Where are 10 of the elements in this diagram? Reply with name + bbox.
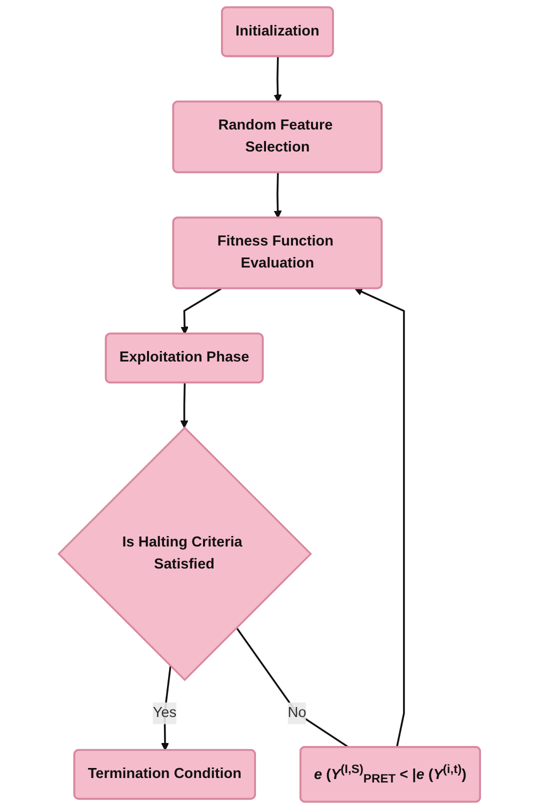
arrow (354, 288, 405, 748)
arrow (161, 666, 172, 751)
connector (236, 627, 350, 748)
edge-label: No (288, 705, 306, 721)
arrow (274, 56, 282, 102)
arrow (180, 382, 188, 428)
arrow (180, 288, 222, 334)
arrow (274, 172, 282, 218)
node-diamond: Is Halting Criteria Satisfied (58, 426, 312, 682)
edge-label: Yes (152, 705, 177, 721)
